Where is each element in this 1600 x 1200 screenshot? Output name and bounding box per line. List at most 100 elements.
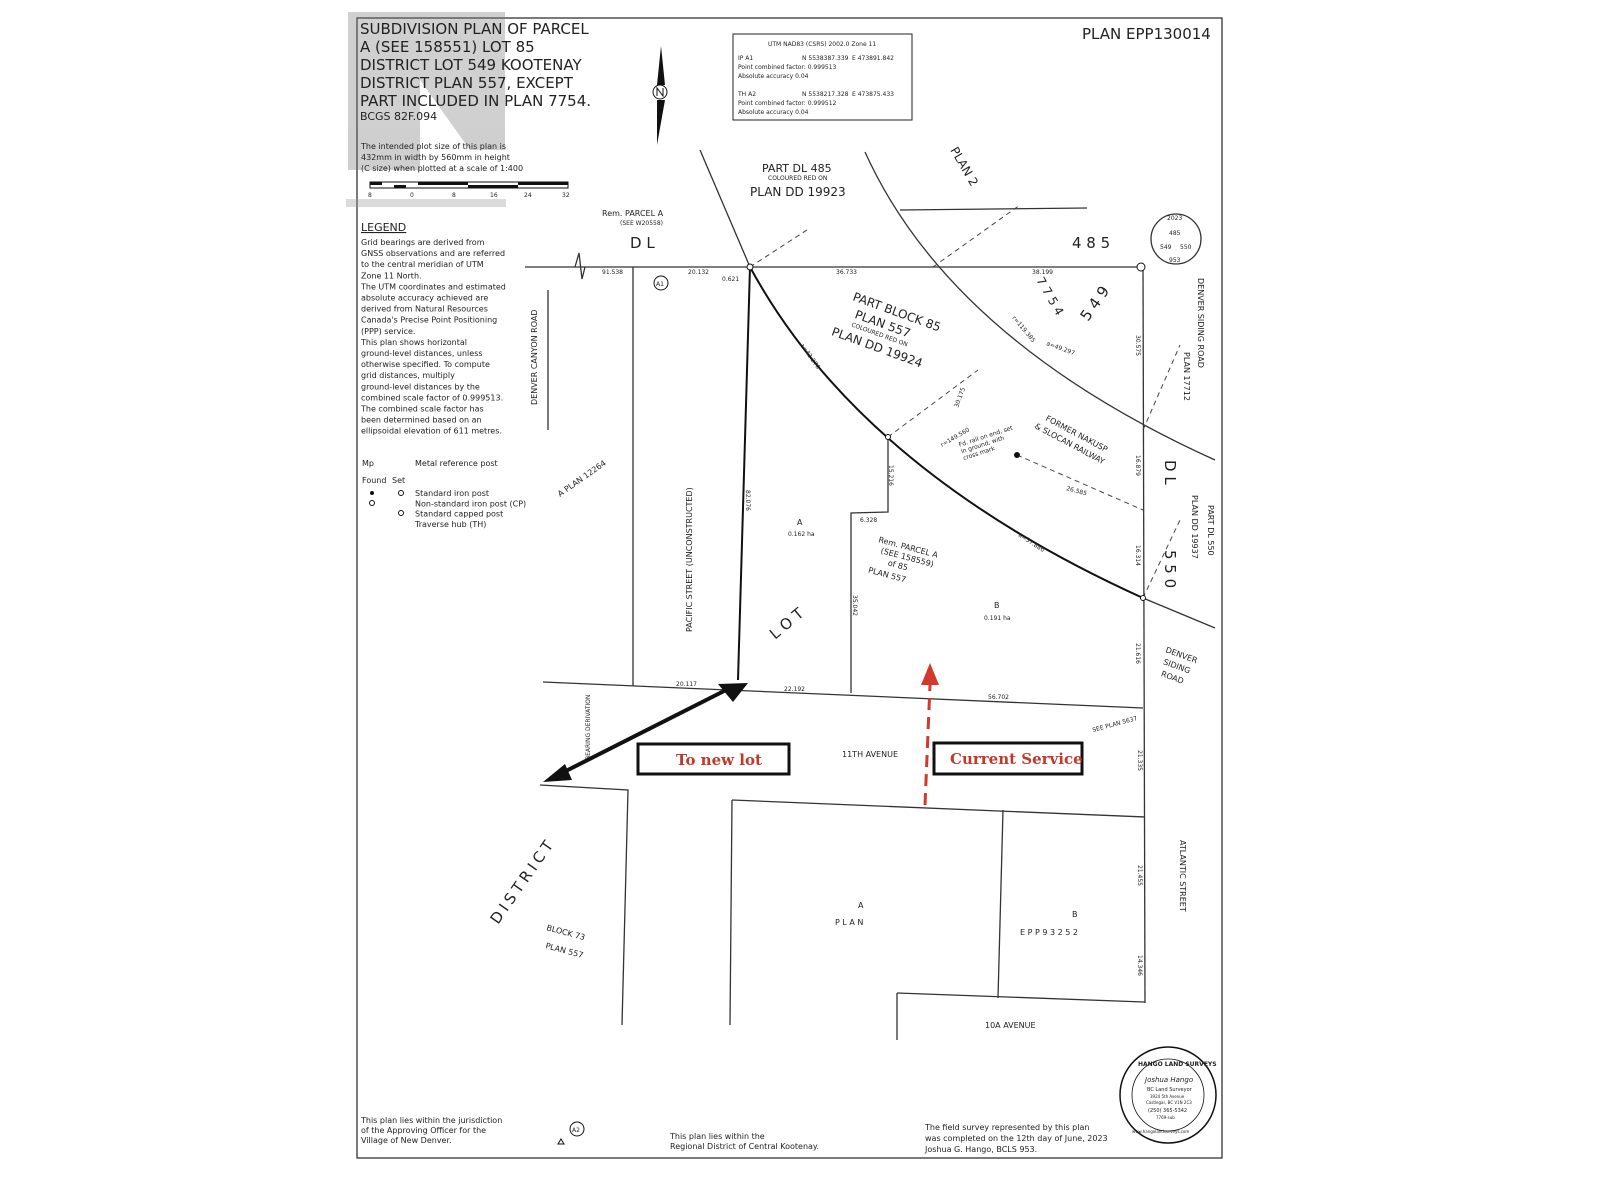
street-label: DENVER CANYON ROAD (530, 310, 539, 406)
dimension: 14.346 (1136, 955, 1143, 976)
title-line: SUBDIVISION PLAN OF PARCEL (360, 20, 589, 38)
bcgs: BCGS 82F.094 (360, 110, 437, 123)
title-line: A (SEE 158551) LOT 85 (360, 38, 535, 56)
stamp-ring: HANGO LAND SURVEYS (1138, 1061, 1217, 1068)
dimension: 20.117 (676, 681, 697, 688)
plot-note: 432mm in width by 560mm in height (361, 153, 510, 162)
label: PLAN DD 19923 (750, 185, 846, 199)
scale-tick: 16 (490, 192, 498, 199)
coord-acc: Absolute accuracy 0.04 (738, 73, 809, 80)
dimension: 82.076 (744, 490, 751, 511)
control-point-a1: A1 (653, 275, 669, 291)
legend-text: Standard iron post (415, 489, 489, 498)
footer-note: Joshua G. Hango, BCLS 953. (924, 1145, 1037, 1154)
legend-text: (PPP) service. (361, 327, 415, 336)
street-label: 10A AVENUE (985, 1021, 1036, 1030)
legend-text: Metal reference post (415, 459, 498, 468)
label: 5 5 0 (1161, 550, 1179, 588)
lot-label: A (797, 518, 803, 527)
legend-text: Grid bearings are derived from (361, 238, 485, 247)
legend-text: derived from Natural Resources (361, 305, 488, 314)
label: (SEE W20558) (620, 220, 663, 227)
dimension: 21.335 (1136, 750, 1143, 771)
parcel-lines (525, 149, 1216, 1040)
footer-note: was completed on the 12th day of June, 2… (925, 1134, 1108, 1143)
seal-num: 550 (1180, 244, 1192, 251)
legend-text: Found (362, 476, 386, 485)
scale-tick: 32 (562, 192, 570, 199)
legend-text: otherwise specified. To compute (361, 360, 490, 369)
dimension: 36.733 (836, 269, 857, 276)
plan-border (356, 17, 1223, 1159)
legend-text: Standard capped post (415, 510, 503, 519)
legend: LEGEND Grid bearings are derived fromGNS… (360, 221, 526, 529)
current-service-label: Current Service (950, 750, 1083, 768)
dimension: 30.575 (1134, 335, 1141, 356)
point-label: A1 (656, 281, 664, 288)
dimension: 21.616 (1134, 643, 1141, 664)
street-label: ATLANTIC STREET (1178, 840, 1187, 912)
footer-note: Regional District of Central Kootenay. (670, 1142, 819, 1151)
label: Rem. PARCEL A (602, 209, 664, 218)
title-line: PART INCLUDED IN PLAN 7754. (360, 92, 591, 110)
coord-factor: Point combined factor: 0.999512 (738, 100, 837, 107)
legend-text: absolute accuracy achieved are (361, 294, 488, 303)
title-block: SUBDIVISION PLAN OF PARCEL A (SEE 158551… (360, 20, 1211, 199)
legend-text: Set (392, 476, 405, 485)
label: E P P 9 3 2 5 2 (1020, 928, 1078, 937)
coord-e: E 473891.842 (852, 55, 894, 62)
dimension: 20.132 (688, 269, 709, 276)
coord-factor: Point combined factor: 0.999513 (738, 64, 837, 71)
legend-heading: LEGEND (361, 221, 406, 234)
district-lot-corner-icon: 2023 485 549 550 953 (1150, 213, 1202, 265)
dimension: 0.621 (722, 276, 739, 283)
legend-text: Non-standard iron post (CP) (415, 499, 526, 508)
label: BEARING DERIVATION (585, 695, 592, 760)
footer-note: This plan lies within the jurisdiction (360, 1116, 502, 1125)
legend-text: Zone 11 North. (361, 271, 422, 280)
legend-text: Canada's Precise Point Positioning (361, 316, 497, 325)
coord-n: N 5538217.328 (802, 91, 849, 98)
legend-text: ground-level distances by the (361, 382, 480, 391)
legend-text: ground-level distances, unless (361, 349, 483, 358)
coord-e: E 473875.433 (852, 91, 894, 98)
street-label: DENVER SIDING ROAD (1196, 278, 1205, 368)
control-point-a2: A2 (557, 1121, 585, 1145)
seal-num: 485 (1169, 230, 1181, 237)
seal-year: 2023 (1167, 215, 1182, 222)
dimension: 16.879 (1134, 455, 1141, 476)
seal-num: 953 (1169, 257, 1181, 264)
street-label: 11TH AVENUE (842, 750, 898, 759)
surveyor-stamp: HANGO LAND SURVEYS Joshua Hango BC Land … (1119, 1046, 1217, 1144)
stamp-text: 3924 5th Avenue (1150, 1094, 1185, 1099)
coord-n: N 5538387.339 (802, 55, 849, 62)
lot-label: B (994, 601, 1000, 610)
scale-tick: 0 (410, 192, 414, 199)
dimension: 38.199 (1032, 269, 1053, 276)
dimension: 21.455 (1136, 865, 1143, 886)
stamp-text: 7769-sub (1156, 1115, 1175, 1120)
legend-symbol-icon (398, 510, 404, 516)
stamp-text: BC Land Surveyor (1147, 1087, 1193, 1093)
scale-tick: 24 (524, 192, 532, 199)
realtor-watermark (346, 12, 506, 207)
new-lot-arrow-icon (543, 683, 748, 782)
stamp-name: Joshua Hango (1143, 1076, 1193, 1084)
scale-tick: 8 (452, 192, 456, 199)
title-line: DISTRICT PLAN 557, EXCEPT (360, 74, 574, 92)
label: PLAN 17712 (1182, 352, 1191, 401)
lot-area: 0.162 ha (788, 531, 815, 538)
legend-text: GNSS observations and are referred (361, 249, 505, 258)
lot-area: 0.191 ha (984, 615, 1011, 622)
dimension: 91.538 (602, 269, 623, 276)
legend-text: grid distances, multiply (361, 371, 455, 380)
legend-text: been determined based on an (361, 416, 482, 425)
legend-text: This plan shows horizontal (360, 338, 467, 347)
footer-note: of the Approving Officer for the (361, 1126, 486, 1135)
coord-label: IP A1 (738, 55, 753, 62)
footer-note: Village of New Denver. (361, 1136, 452, 1145)
plot-note: (C size) when plotted at a scale of 1:40… (361, 164, 523, 173)
label: COLOURED RED ON (768, 175, 827, 182)
legend-text: The combined scale factor has (360, 405, 484, 414)
label: A (858, 901, 864, 910)
